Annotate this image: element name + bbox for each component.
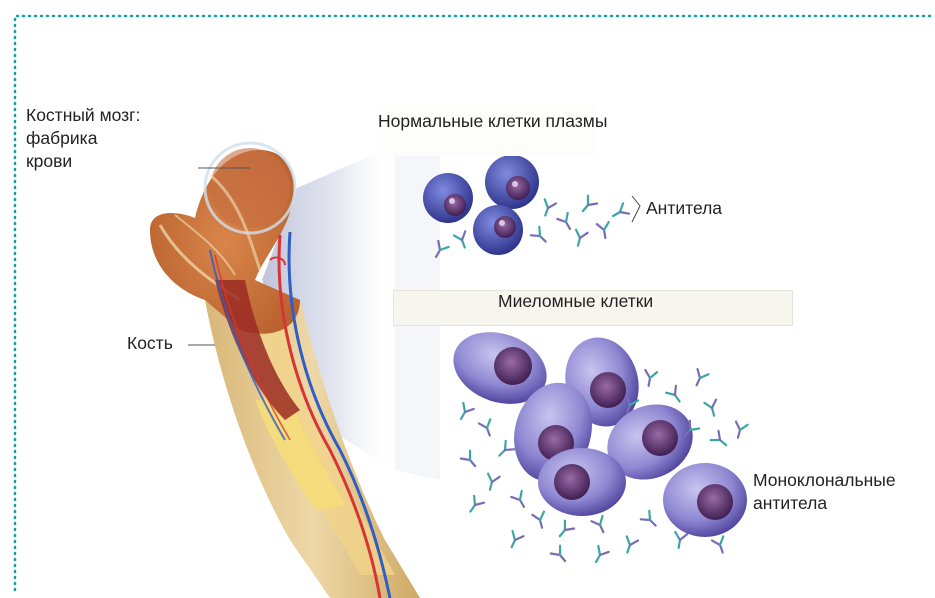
antibody: [461, 451, 480, 470]
antibody: [532, 512, 547, 530]
antibody: [591, 546, 609, 565]
antibody: [711, 431, 730, 450]
normal-cell: [473, 205, 523, 255]
antibody: [622, 536, 638, 554]
antibody: [555, 521, 574, 540]
antibody: [704, 400, 719, 418]
myeloma-cells: [443, 320, 747, 537]
normal-plasma-cells: [423, 155, 539, 255]
antibodies-label: Антитела: [646, 197, 722, 220]
antibody: [673, 532, 687, 549]
antibody: [456, 403, 474, 422]
antibody: [511, 491, 529, 510]
monoclonal-label: Моноклональные антитела: [753, 469, 896, 515]
bone-label: Кость: [127, 332, 173, 355]
myeloma-cell: [538, 448, 626, 516]
antibody: [557, 213, 575, 232]
antibody: [572, 230, 587, 248]
antibody: [495, 441, 514, 460]
antibody: [666, 386, 684, 405]
normal-plasma-label: Нормальные клетки плазмы: [378, 110, 607, 133]
antibody: [732, 422, 747, 440]
antibody: [641, 511, 660, 530]
antibody: [610, 203, 629, 221]
antibody: [465, 496, 483, 515]
antibody: [540, 199, 556, 217]
antibody: [597, 222, 611, 239]
normal-cell: [423, 173, 473, 223]
myeloma-cell: [663, 463, 747, 537]
antibody: [454, 231, 470, 249]
myeloma-label: Миеломные клетки: [498, 290, 653, 313]
antibody: [484, 474, 499, 492]
antibody: [691, 369, 708, 388]
antibody: [578, 196, 597, 215]
antibody-bracket: [632, 196, 640, 222]
antibody: [592, 516, 609, 535]
marrow-label: Костный мозг: фабрика крови: [26, 104, 140, 173]
antibody: [643, 370, 657, 387]
antibody: [506, 531, 523, 550]
antibody: [531, 227, 550, 246]
antibody: [551, 546, 570, 565]
antibody: [479, 419, 495, 437]
normal-cell: [485, 155, 539, 209]
antibody: [712, 536, 728, 554]
